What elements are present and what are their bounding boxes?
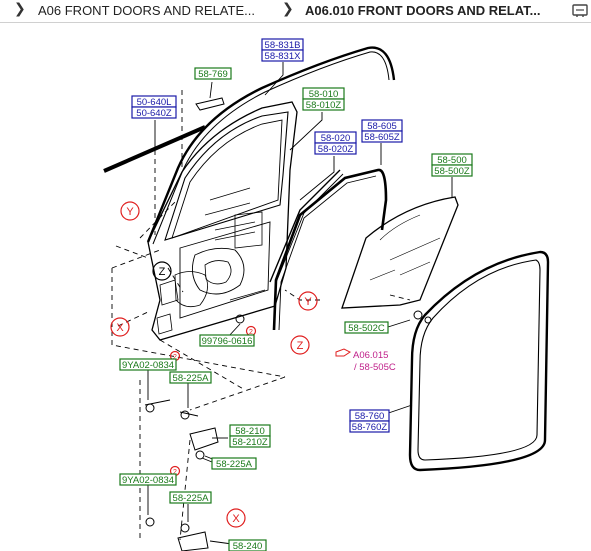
part-number-text[interactable]: 58-760	[355, 411, 385, 422]
part-label-p9ya02-a[interactable]: 9YA02-0834	[119, 358, 177, 371]
part-number-text[interactable]: 58-605Z	[364, 132, 400, 143]
part-number-text[interactable]: 99796-0616	[202, 336, 253, 347]
part-label-box[interactable]	[119, 358, 177, 371]
parts-diagram: Y X Y Z X Z 2 2 2 A06.015 / 58-505C 58-8…	[103, 38, 550, 551]
part-number-text[interactable]: 58-010	[309, 89, 339, 100]
part-label-box[interactable]	[119, 473, 177, 486]
part-label-box[interactable]	[302, 98, 345, 111]
qty-2: 2	[173, 354, 177, 361]
part-label-box[interactable]	[211, 457, 257, 470]
ref-line-2[interactable]: / 58-505C	[354, 362, 396, 373]
part-number-text[interactable]: 58-020Z	[318, 144, 354, 155]
part-label-box[interactable]	[131, 106, 177, 119]
part-number-text[interactable]: 58-225A	[216, 459, 253, 470]
dashed-leader-lines	[111, 90, 411, 541]
part-label-p9ya02-b[interactable]: 9YA02-0834	[119, 473, 177, 486]
part-number-text[interactable]: 58-010Z	[306, 100, 342, 111]
part-number-text[interactable]: 58-210	[235, 426, 265, 437]
part-label-box[interactable]	[199, 334, 255, 347]
marker-y-circle	[120, 201, 140, 221]
chevron-right-icon: ❯	[282, 1, 294, 17]
marker-x: X	[116, 322, 124, 334]
part-label-box[interactable]	[314, 142, 357, 155]
part-number-text[interactable]: 58-760Z	[352, 422, 388, 433]
screen-tool-icon[interactable]	[571, 1, 589, 19]
part-number-text[interactable]: 58-225A	[173, 373, 210, 384]
part-label-p58-225a-1[interactable]: 58-225A	[169, 371, 212, 384]
marker-x-circle	[226, 508, 246, 528]
part-label-box[interactable]	[229, 435, 271, 448]
reference-callout[interactable]: A06.015 / 58-505C	[335, 348, 396, 373]
part-number-text[interactable]: 58-500Z	[434, 166, 470, 177]
marker-x: X	[232, 513, 240, 525]
breadcrumb-bar: ❯ A06 FRONT DOORS AND RELATE... ❯ A06.01…	[0, 0, 591, 23]
marker-z: Z	[159, 266, 166, 278]
marker-z-circle	[290, 335, 310, 355]
part-label-box[interactable]	[228, 539, 267, 551]
part-label-p58-225a-2[interactable]: 58-225A	[211, 457, 257, 470]
marker-y: Y	[126, 206, 134, 218]
part-label-p99796[interactable]: 99796-0616	[199, 334, 255, 347]
part-number-text[interactable]: 9YA02-0834	[122, 360, 174, 371]
part-number-text[interactable]: 58-020	[321, 133, 351, 144]
part-number-text[interactable]: 58-605	[367, 121, 397, 132]
part-label-box[interactable]	[194, 67, 232, 80]
marker-z-circle	[152, 261, 172, 281]
part-label-box[interactable]	[344, 321, 389, 334]
part-label-box[interactable]	[169, 371, 212, 384]
part-number-text[interactable]: 58-831B	[265, 40, 301, 51]
chevron-right-icon: ❯	[14, 1, 26, 17]
part-number-text[interactable]: 58-210Z	[232, 437, 268, 448]
part-number-text[interactable]: 58-769	[198, 69, 228, 80]
part-label-box[interactable]	[261, 49, 304, 62]
part-number-text[interactable]: 58-240	[233, 541, 263, 551]
part-number-text[interactable]: 58-831X	[265, 51, 302, 62]
ref-line-1[interactable]: A06.015	[353, 350, 388, 361]
part-label-box[interactable]	[431, 164, 473, 177]
marker-y: Y	[304, 296, 312, 308]
drawing-lines	[103, 46, 550, 551]
breadcrumb-item-a06-010[interactable]: A06.010 FRONT DOORS AND RELAT...	[305, 3, 541, 18]
breadcrumb-item-a06[interactable]: A06 FRONT DOORS AND RELATE...	[38, 3, 255, 18]
hand-pointer-icon	[335, 348, 351, 357]
qty-2: 2	[249, 329, 253, 336]
marker-x-circle	[110, 317, 130, 337]
part-number-text[interactable]: 58-502C	[348, 323, 385, 334]
qty-2: 2	[173, 469, 177, 476]
part-label-box[interactable]	[349, 420, 390, 433]
part-number-text[interactable]: 50-640L	[137, 97, 172, 108]
part-label-p58-502[interactable]: 58-502C	[344, 321, 389, 334]
part-number-text[interactable]: 58-225A	[173, 493, 210, 504]
part-label-p58-240[interactable]: 58-240	[228, 539, 267, 551]
marker-z: Z	[297, 340, 304, 352]
part-number-text[interactable]: 50-640Z	[136, 108, 172, 119]
part-number-text[interactable]: 9YA02-0834	[122, 475, 174, 486]
part-label-p58-769[interactable]: 58-769	[194, 67, 232, 80]
part-label-box[interactable]	[169, 491, 212, 504]
part-number-text[interactable]: 58-500	[437, 155, 467, 166]
marker-y-circle	[298, 291, 318, 311]
marker-letters: Y X Y Z X Z 2 2 2	[116, 206, 312, 525]
leader-lines	[147, 62, 453, 545]
part-label-box[interactable]	[361, 130, 403, 143]
part-label-p58-225a-3[interactable]: 58-225A	[169, 491, 212, 504]
